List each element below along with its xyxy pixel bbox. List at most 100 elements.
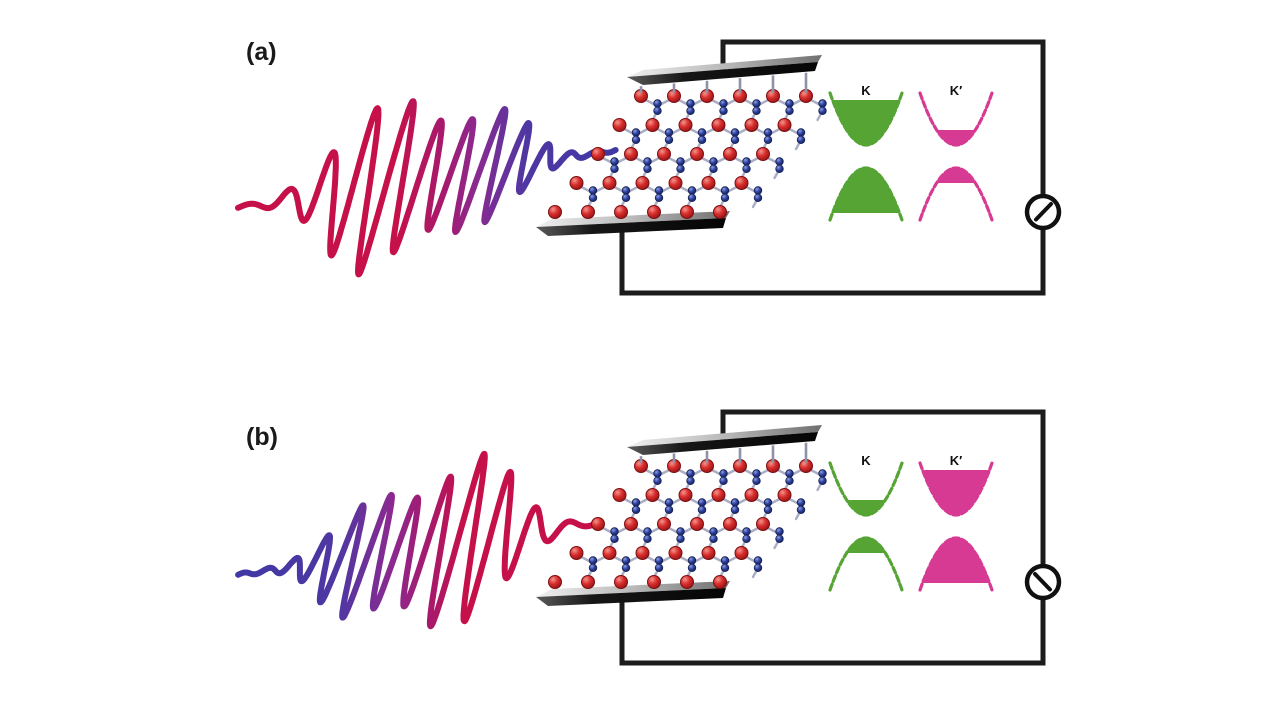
chalcogen-atom [687, 193, 697, 202]
chalcogen-atom [588, 556, 598, 565]
chalcogen-atom [631, 128, 641, 137]
chalcogen-atom [720, 556, 730, 565]
chalcogen-atom [753, 556, 763, 565]
chalcogen-atom [697, 498, 707, 507]
metal-atom [713, 205, 727, 219]
metal-atom [734, 546, 749, 560]
chalcogen-atom [775, 157, 784, 166]
chalcogen-atom [742, 157, 751, 166]
electrode-top [627, 425, 822, 455]
metal-atom [624, 147, 638, 161]
metal-atom [548, 205, 562, 219]
metal-atom [690, 147, 704, 161]
valley-kprime-label-b: K′ [950, 453, 963, 468]
chalcogen-atom [687, 556, 697, 565]
chalcogen-atom [796, 505, 806, 514]
lattice-atoms [548, 459, 827, 589]
chalcogen-atom [763, 135, 773, 144]
chalcogen-atom [730, 505, 740, 514]
ammeter-needle [1033, 572, 1052, 592]
circuit-wire [619, 39, 1046, 296]
ammeter [1024, 563, 1062, 601]
chalcogen-atom [752, 99, 761, 108]
chalcogen-atom [664, 135, 674, 144]
chalcogen-atom [752, 476, 761, 485]
pulse-waveform [235, 450, 603, 630]
chalcogen-atom [818, 469, 827, 478]
electrode-bottom [536, 581, 730, 606]
chalcogen-atom [664, 505, 674, 514]
chalcogen-atom [643, 157, 652, 166]
chalcogen-atom [709, 157, 718, 166]
chalcogen-atom [720, 563, 730, 572]
metal-atom [614, 575, 628, 589]
metal-atom [723, 517, 737, 531]
metal-atom [777, 118, 792, 132]
metal-atom [711, 118, 726, 132]
chalcogen-atom [796, 498, 806, 507]
valley-k-label-b: K [861, 453, 871, 468]
chalcogen-atom [785, 476, 794, 485]
chalcogen-atom [697, 135, 707, 144]
chalcogen-atom [588, 186, 598, 195]
metal-atom [624, 517, 638, 531]
chalcogen-atom [796, 135, 806, 144]
metal-atom [602, 546, 617, 560]
chalcogen-atom [763, 505, 773, 514]
chalcogen-atom [643, 527, 652, 536]
metal-atom [723, 147, 737, 161]
chalcogen-atom [588, 193, 598, 202]
chalcogen-atom [785, 106, 794, 115]
metal-atom [678, 488, 693, 502]
electrode-front-face [627, 432, 818, 455]
chalcogen-atom [742, 164, 751, 173]
band-column-Kprime [918, 91, 994, 222]
chalcogen-atom [720, 186, 730, 195]
metal-atom [569, 176, 584, 190]
metal-atom [756, 147, 770, 161]
metal-atom [777, 488, 792, 502]
metal-atom [701, 176, 716, 190]
chalcogen-atom [653, 106, 662, 115]
chalcogen-atom [686, 476, 695, 485]
chalcogen-atom [752, 469, 761, 478]
chalcogen-atom [730, 128, 740, 137]
chalcogen-atom [631, 135, 641, 144]
chalcogen-atom [785, 469, 794, 478]
chalcogen-atom [664, 498, 674, 507]
conduction-band-population [936, 130, 976, 146]
conduction-band-population [846, 500, 886, 516]
chalcogen-atom [676, 157, 685, 166]
metal-atom [678, 118, 693, 132]
ammeter-needle [1034, 202, 1053, 222]
chalcogen-atom [730, 498, 740, 507]
chalcogen-atom [742, 527, 751, 536]
chalcogen-atom [697, 128, 707, 137]
panel-a-label: (a) [246, 38, 277, 66]
chalcogen-atom [621, 556, 631, 565]
chalcogen-atom [719, 99, 728, 108]
valley-k-label-a: K [861, 83, 871, 98]
band-column-K [828, 461, 904, 592]
chalcogen-atom [653, 476, 662, 485]
chalcogen-atom [621, 193, 631, 202]
chalcogen-atom [676, 534, 685, 543]
chalcogen-atom [653, 99, 662, 108]
valence-band-population [936, 167, 976, 183]
metal-atom [713, 575, 727, 589]
metal-atom [569, 546, 584, 560]
chalcogen-atom [753, 186, 763, 195]
chalcogen-atom [643, 164, 652, 173]
chalcogen-atom [687, 563, 697, 572]
chalcogen-atom [720, 193, 730, 202]
panel-a: K K′ [235, 39, 1062, 296]
chalcogen-atom [796, 128, 806, 137]
metal-atom [647, 205, 661, 219]
chalcogen-atom [686, 99, 695, 108]
valence-band-population [922, 537, 990, 583]
chalcogen-atom [709, 164, 718, 173]
chalcogen-atom [730, 135, 740, 144]
metal-atom [645, 118, 660, 132]
pulse-waveform [235, 98, 619, 278]
chalcogen-atom [631, 498, 641, 507]
